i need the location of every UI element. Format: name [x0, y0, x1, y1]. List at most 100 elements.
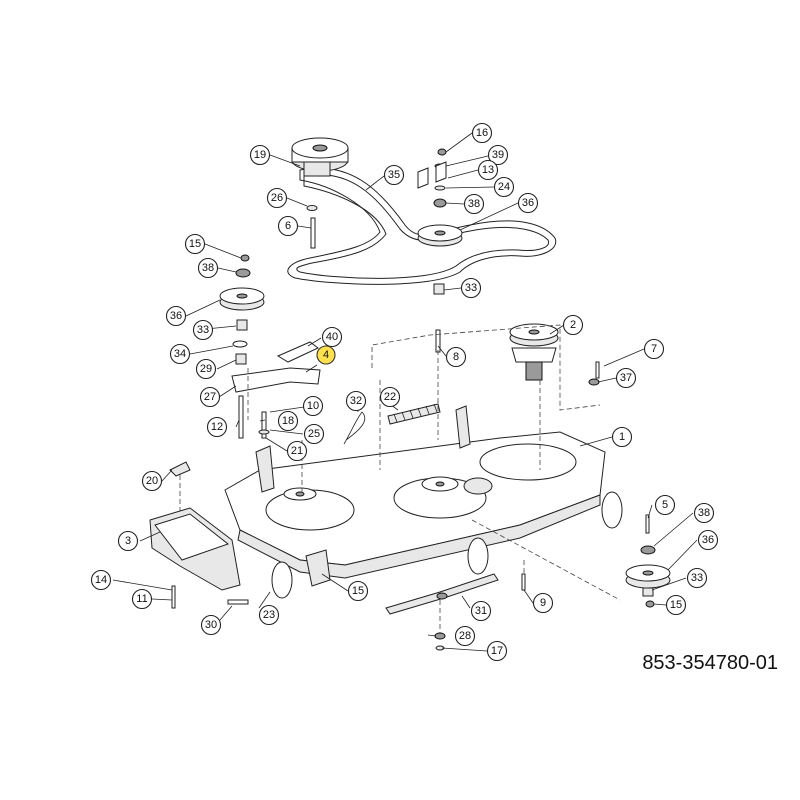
svg-text:15: 15 [352, 585, 364, 597]
svg-text:33: 33 [197, 324, 209, 336]
idler-pulley-right [625, 514, 671, 608]
svg-text:15: 15 [189, 238, 201, 250]
callout-8: 8 [445, 346, 467, 368]
svg-text:32: 32 [350, 395, 362, 407]
callouts: 19 26 6 35 16 39 13 24 38 36 15 38 36 33… [90, 122, 719, 662]
svg-text:3: 3 [125, 535, 131, 547]
callout-10: 10 [302, 395, 324, 417]
callout-23: 23 [258, 604, 280, 626]
callout-39: 39 [487, 144, 509, 166]
spacer [306, 205, 318, 211]
callout-38: 38 [463, 193, 485, 215]
svg-text:28: 28 [459, 630, 471, 642]
callout-32: 32 [345, 390, 367, 412]
svg-text:30: 30 [205, 619, 217, 631]
svg-text:15: 15 [670, 599, 682, 611]
svg-text:36: 36 [170, 310, 182, 322]
bolt [521, 573, 526, 591]
mower-deck [224, 405, 606, 579]
callout-13: 13 [477, 159, 499, 181]
callout-33: 33 [460, 277, 482, 299]
callout-15: 15 [347, 580, 369, 602]
callout-40: 40 [321, 326, 343, 348]
svg-text:19: 19 [254, 149, 266, 161]
washer [258, 429, 270, 435]
svg-text:39: 39 [492, 149, 504, 161]
svg-text:23: 23 [263, 609, 275, 621]
callout-11: 11 [131, 588, 153, 610]
svg-text:34: 34 [174, 348, 186, 360]
callout-30: 30 [200, 614, 222, 636]
callout-15: 15 [184, 233, 206, 255]
svg-text:33: 33 [691, 572, 703, 584]
svg-text:33: 33 [465, 282, 477, 294]
diagram-part-number: 853-354780-01 [642, 652, 778, 674]
callout-24: 24 [493, 176, 515, 198]
chute-bracket [169, 461, 191, 477]
svg-text:5: 5 [662, 499, 668, 511]
bolt [227, 599, 249, 605]
svg-text:40: 40 [326, 331, 338, 343]
mower-blade [385, 573, 499, 615]
callout-15: 15 [665, 594, 687, 616]
svg-text:18: 18 [282, 415, 294, 427]
svg-text:29: 29 [200, 363, 212, 375]
callout-33: 33 [686, 567, 708, 589]
callout-5: 5 [654, 494, 676, 516]
idler-spring [387, 403, 441, 425]
callout-16: 16 [471, 122, 493, 144]
callout-36: 36 [697, 529, 719, 551]
svg-text:22: 22 [384, 391, 396, 403]
svg-text:37: 37 [620, 372, 632, 384]
svg-text:4: 4 [323, 349, 329, 361]
bolt [435, 329, 441, 353]
callout-14: 14 [90, 569, 112, 591]
svg-text:8: 8 [453, 351, 459, 363]
assembly-guides [179, 324, 621, 635]
washer [588, 378, 600, 386]
idler-pulley-top [417, 224, 463, 247]
electric-clutch [291, 137, 349, 177]
spacer [433, 283, 445, 295]
callout-38: 38 [197, 257, 219, 279]
svg-text:25: 25 [308, 428, 320, 440]
callout-22: 22 [379, 386, 401, 408]
svg-text:31: 31 [475, 605, 487, 617]
svg-text:36: 36 [702, 534, 714, 546]
svg-text:27: 27 [204, 391, 216, 403]
hairpin-clip [343, 411, 366, 445]
callout-36: 36 [517, 192, 539, 214]
svg-text:10: 10 [307, 400, 319, 412]
svg-text:24: 24 [498, 181, 510, 193]
idler-arm [231, 341, 321, 393]
gauge-wheels [271, 491, 623, 599]
svg-text:35: 35 [388, 169, 400, 181]
callout-12: 12 [206, 416, 228, 438]
callout-36: 36 [165, 305, 187, 327]
svg-text:16: 16 [476, 127, 488, 139]
washer [434, 632, 446, 640]
svg-text:12: 12 [211, 421, 223, 433]
bolt [238, 395, 244, 439]
svg-text:1: 1 [619, 431, 625, 443]
svg-text:6: 6 [285, 220, 291, 232]
callout-7: 7 [643, 338, 665, 360]
svg-text:14: 14 [95, 574, 107, 586]
callout-28: 28 [454, 625, 476, 647]
callout-3: 3 [117, 530, 139, 552]
spindle-assembly [509, 323, 559, 381]
callout-19: 19 [249, 144, 271, 166]
callout-31: 31 [470, 600, 492, 622]
discharge-chute [149, 507, 241, 591]
callout-25: 25 [303, 423, 325, 445]
svg-text:9: 9 [540, 597, 546, 609]
svg-text:7: 7 [651, 343, 657, 355]
callout-38: 38 [693, 502, 715, 524]
bolt [171, 585, 176, 609]
callout-34: 34 [169, 343, 191, 365]
callout-1: 1 [611, 426, 633, 448]
callout-21: 21 [286, 440, 308, 462]
callout-27: 27 [199, 386, 221, 408]
bolt [595, 361, 600, 379]
